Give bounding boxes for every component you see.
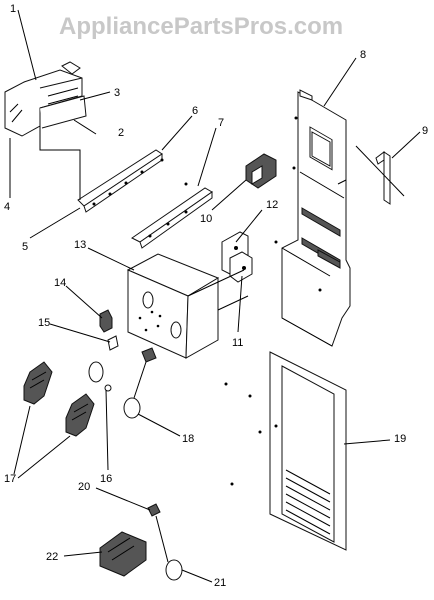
part-box-13 <box>126 253 249 359</box>
callout-20: 20 <box>78 481 90 493</box>
part-bracket-9 <box>355 145 405 205</box>
part-lens-22 <box>99 531 147 577</box>
callout-22: 22 <box>46 551 58 563</box>
part-panel-8 <box>274 89 351 347</box>
callout-6: 6 <box>192 105 198 117</box>
part-bulb-18 <box>123 347 157 419</box>
part-cover-17a <box>23 361 53 405</box>
callout-9: 9 <box>422 125 428 137</box>
callout-4: 4 <box>4 201 10 213</box>
part-bulb-16 <box>88 361 112 392</box>
callout-18: 18 <box>182 433 194 445</box>
callout-leaders <box>9 9 421 583</box>
callout-15: 15 <box>38 317 50 329</box>
callout-16: 16 <box>100 473 112 485</box>
part-clip-15 <box>107 335 119 351</box>
callout-12: 12 <box>266 199 278 211</box>
watermark-text: AppliancePartsPros.com <box>59 13 343 40</box>
part-rail-7 <box>131 182 213 249</box>
leader-bracket-module <box>39 126 81 200</box>
part-bulb-21 <box>155 515 183 581</box>
callout-5: 5 <box>22 241 28 253</box>
part-rail-6 <box>160 158 164 162</box>
callout-8: 8 <box>360 49 366 61</box>
callout-1: 1 <box>10 3 16 15</box>
part-socket-20 <box>147 503 161 517</box>
part-module-upper-left <box>4 61 87 137</box>
callout-10: 10 <box>200 213 212 225</box>
callout-21: 21 <box>214 577 226 589</box>
callout-labels: 1 2 3 4 5 6 7 8 9 10 11 12 13 14 15 16 1… <box>4 3 428 589</box>
callout-14: 14 <box>54 277 66 289</box>
part-bracket-5 <box>77 149 163 213</box>
part-socket-14 <box>99 309 113 333</box>
part-panel-19 <box>224 351 347 551</box>
part-motor-11-12 <box>221 231 253 283</box>
callout-13: 13 <box>74 239 86 251</box>
callout-17: 17 <box>4 473 16 485</box>
part-cover-17b <box>65 393 95 437</box>
callout-2: 2 <box>118 127 124 139</box>
callout-19: 19 <box>394 433 406 445</box>
callout-11: 11 <box>232 337 243 349</box>
part-switch-10 <box>245 153 277 189</box>
callout-7: 7 <box>218 117 224 129</box>
callout-3: 3 <box>114 87 120 99</box>
